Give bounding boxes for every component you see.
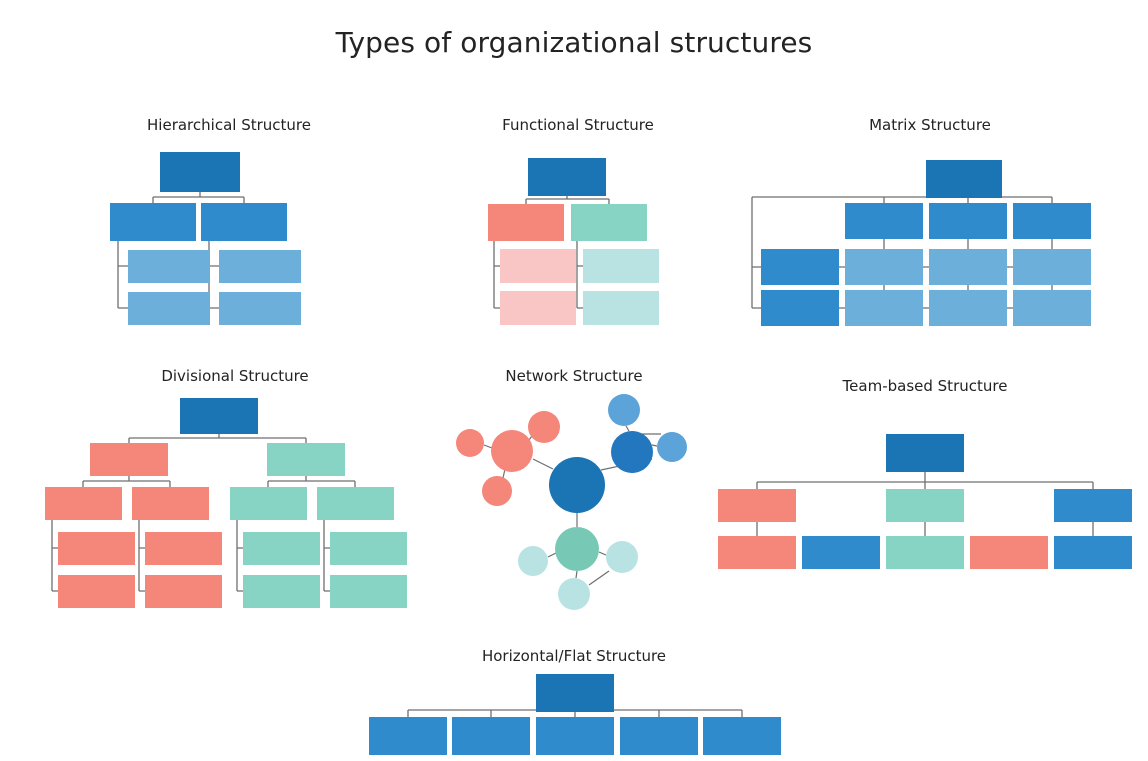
- hierarchical-root: [160, 152, 240, 192]
- divisional-branch-right: [267, 443, 345, 476]
- divisional-connector-2: [267, 476, 356, 487]
- divisional-leaf-r1-a: [243, 532, 320, 565]
- network-satellite-teal-3: [558, 578, 590, 610]
- hierarchical-leaf-r2: [219, 292, 301, 325]
- functional-branch-left: [488, 204, 564, 241]
- team-based-team-head-1: [718, 489, 796, 522]
- divisional-connector-1: [82, 476, 171, 487]
- network-satellite-teal-1: [518, 546, 548, 576]
- divisional-root: [180, 398, 258, 434]
- hierarchical-connector-0: [152, 192, 245, 203]
- team-based-connector-0: [756, 472, 1094, 489]
- matrix-row-head-2: [761, 290, 839, 326]
- divisional-branch-left: [90, 443, 168, 476]
- divisional-sub-l1: [45, 487, 122, 520]
- network-edge-11: [575, 570, 578, 579]
- divisional-leaf-l1-b: [58, 575, 135, 608]
- network-edge-0: [532, 458, 554, 470]
- hierarchical-leaf-l1: [128, 250, 210, 283]
- functional-leaf-r2: [583, 291, 659, 325]
- matrix-cell-2-1: [845, 290, 923, 326]
- matrix-root: [926, 160, 1002, 198]
- functional-connector-0: [525, 196, 610, 204]
- divisional-sub-r1: [230, 487, 307, 520]
- matrix-column-head-1: [845, 203, 923, 239]
- horizontal-flat-unit-5: [703, 717, 781, 755]
- panel-title-matrix: Matrix Structure: [869, 116, 991, 134]
- hierarchical-branch-left: [110, 203, 196, 241]
- network-satellite-red-1: [456, 429, 484, 457]
- panel-title-network: Network Structure: [505, 367, 643, 385]
- network-satellite-red-3: [482, 476, 512, 506]
- network-satellite-blue-1: [608, 394, 640, 426]
- network-satellite-red-2: [528, 411, 560, 443]
- network-satellite-teal-2: [606, 541, 638, 573]
- network-hub-red: [491, 430, 533, 472]
- matrix-connector-3: [883, 239, 1053, 249]
- team-based-member-3: [886, 536, 964, 569]
- divisional-leaf-r2-b: [330, 575, 407, 608]
- divisional-sub-r2: [317, 487, 394, 520]
- horizontal-flat-unit-2: [452, 717, 530, 755]
- matrix-column-head-2: [929, 203, 1007, 239]
- divisional-leaf-l2-b: [145, 575, 222, 608]
- matrix-cell-1-3: [1013, 249, 1091, 285]
- matrix-cell-2-2: [929, 290, 1007, 326]
- functional-branch-right: [571, 204, 647, 241]
- functional-root: [528, 158, 606, 196]
- divisional-leaf-l1-a: [58, 532, 135, 565]
- panel-title-horizontal-flat: Horizontal/Flat Structure: [481, 647, 667, 665]
- matrix-cell-1-1: [845, 249, 923, 285]
- hierarchical-leaf-r1: [219, 250, 301, 283]
- network-hub-center: [549, 457, 605, 513]
- team-based-member-2: [802, 536, 880, 569]
- matrix-connector-2: [751, 197, 761, 309]
- network-edge-10: [598, 551, 607, 556]
- matrix-column-head-3: [1013, 203, 1091, 239]
- divisional-leaf-l2-a: [145, 532, 222, 565]
- hierarchical-branch-right: [201, 203, 287, 241]
- horizontal-flat-unit-1: [369, 717, 447, 755]
- team-based-member-4: [970, 536, 1048, 569]
- hierarchical-connector-2: [208, 241, 219, 309]
- network-satellite-blue-2: [657, 432, 687, 462]
- matrix-cell-2-3: [1013, 290, 1091, 326]
- panel-title-functional: Functional Structure: [502, 116, 654, 134]
- team-based-member-5: [1054, 536, 1132, 569]
- horizontal-flat-unit-3: [536, 717, 614, 755]
- functional-leaf-l1: [500, 249, 576, 283]
- panel-title-team-based: Team-based Structure: [842, 377, 1008, 395]
- network-hub-teal: [555, 527, 599, 571]
- matrix-connector-0: [752, 196, 1052, 198]
- team-based-team-head-2: [886, 489, 964, 522]
- page-title: Types of organizational structures: [335, 26, 813, 59]
- divisional-leaf-r2-a: [330, 532, 407, 565]
- team-based-root: [886, 434, 964, 472]
- horizontal-flat-root: [536, 674, 614, 712]
- divisional-connector-0: [128, 434, 307, 443]
- team-based-member-1: [718, 536, 796, 569]
- functional-leaf-r1: [583, 249, 659, 283]
- divisional-sub-l2: [132, 487, 209, 520]
- hierarchical-connector-1: [117, 241, 128, 309]
- matrix-cell-1-2: [929, 249, 1007, 285]
- hierarchical-leaf-l2: [128, 292, 210, 325]
- panel-title-hierarchical: Hierarchical Structure: [147, 116, 311, 134]
- network-edge-12: [588, 570, 610, 586]
- divisional-leaf-r1-b: [243, 575, 320, 608]
- matrix-row-head-1: [761, 249, 839, 285]
- network-hub-blue: [611, 431, 653, 473]
- team-based-team-head-3: [1054, 489, 1132, 522]
- panel-title-divisional: Divisional Structure: [161, 367, 309, 385]
- functional-leaf-l2: [500, 291, 576, 325]
- horizontal-flat-unit-4: [620, 717, 698, 755]
